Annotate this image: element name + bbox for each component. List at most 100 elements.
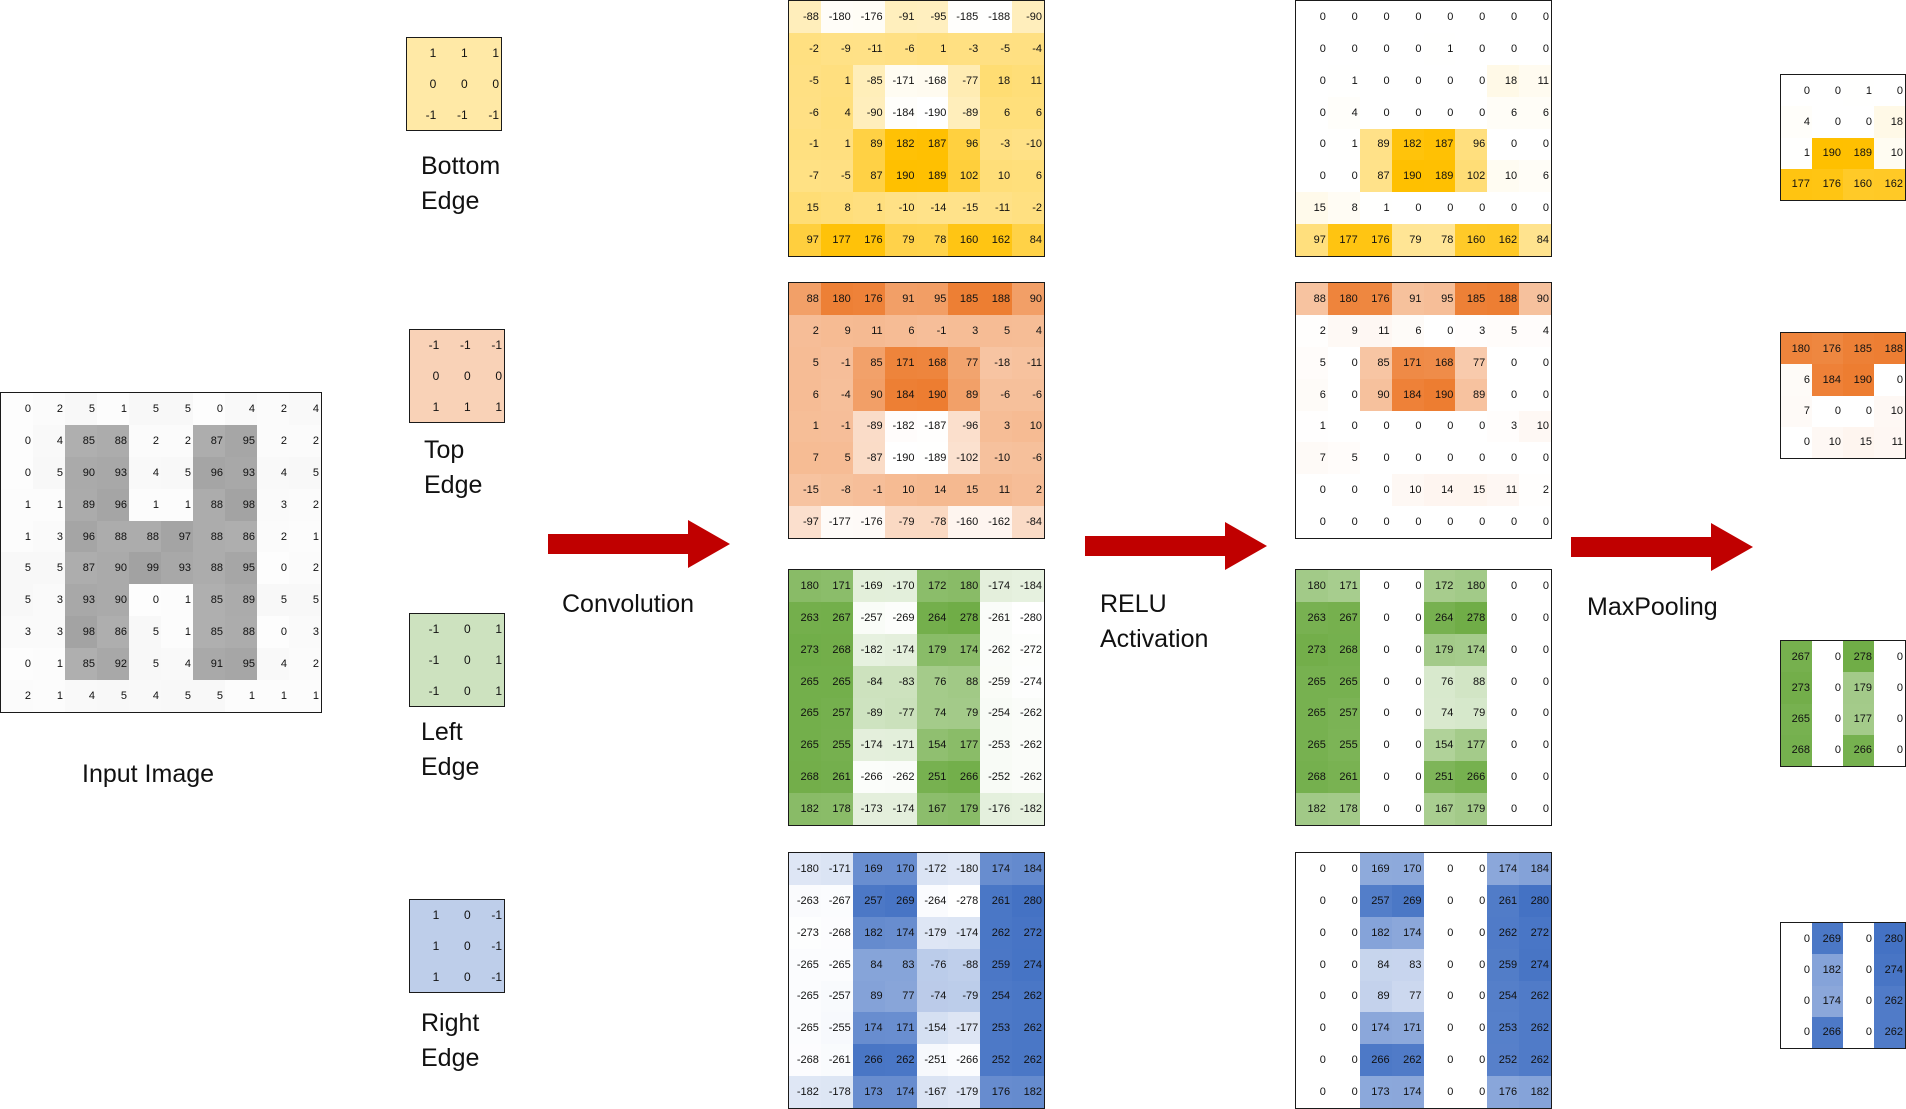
- relu.1-cell-value: 89: [1473, 388, 1486, 401]
- relu.2-cell-value: 268: [1307, 771, 1326, 784]
- relu.3-cell-value: 173: [1371, 1086, 1390, 1099]
- kernels.1.values-cell-value: -1: [459, 338, 471, 353]
- conv.2-cell: 264: [916, 601, 949, 634]
- pool.3-cell-value: 182: [1822, 963, 1841, 976]
- conv.1-cell: 171: [884, 346, 917, 379]
- relu.1-cell-value: 0: [1479, 420, 1486, 433]
- relu.1-cell-value: 0: [1383, 420, 1390, 433]
- input-pixel-cell: 86: [225, 520, 257, 553]
- input-pixel-cell: 5: [193, 680, 225, 712]
- pool.1-cell: 6: [1781, 364, 1812, 396]
- relu.0-cell: 0: [1391, 192, 1424, 225]
- conv.2-cell-value: -182: [1019, 803, 1042, 816]
- kernels.1.values-cell: -1: [410, 330, 442, 361]
- conv.1-cell-value: -6: [1032, 388, 1042, 401]
- relu.2-cell: 0: [1519, 601, 1551, 634]
- conv.1-cell-value: -6: [1000, 388, 1011, 401]
- relu.0-cell: 176: [1359, 224, 1392, 256]
- relu.1-cell-value: 0: [1447, 452, 1454, 465]
- conv.1-cell: -1: [852, 474, 885, 507]
- input-pixel-cell: 90: [65, 456, 97, 489]
- maxpool-arrow-icon: [1571, 523, 1753, 571]
- relu.1-cell-value: 6: [1319, 388, 1326, 401]
- relu.0-cell: 189: [1423, 160, 1456, 193]
- kernels.2.values-cell: 1: [472, 614, 504, 645]
- relu.1-cell: 0: [1487, 378, 1520, 411]
- conv.2-cell: -170: [884, 570, 917, 602]
- relu.0-cell: 89: [1359, 128, 1392, 161]
- relu.0-cell: 0: [1359, 1, 1392, 33]
- pool.1-cell: 0: [1781, 426, 1812, 458]
- conv.3-cell: -171: [820, 853, 853, 885]
- relu.1-cell: 10: [1391, 474, 1424, 507]
- conv.0-cell-value: 190: [896, 170, 915, 183]
- conv.2-cell: 278: [948, 601, 981, 634]
- conv.2-cell-value: 76: [934, 675, 947, 688]
- relu.1-cell: 188: [1487, 283, 1520, 315]
- conv.0-cell-value: 6: [1004, 106, 1011, 119]
- kernels.3.values-cell-value: 1: [432, 908, 440, 923]
- conv.2-cell-value: -274: [1019, 675, 1042, 688]
- relu.0-cell-value: 8: [1351, 202, 1358, 215]
- conv.1-cell: 188: [980, 283, 1013, 315]
- relu.0-cell-value: 189: [1435, 170, 1454, 183]
- pool.0-cell-value: 4: [1803, 115, 1810, 128]
- relu.1-cell: 0: [1455, 506, 1488, 538]
- input-pixel-cell: 86: [97, 616, 129, 649]
- input-pixel-value: 96: [114, 498, 127, 511]
- input-pixel-value: 88: [210, 562, 223, 575]
- pool.1-cell: 7: [1781, 395, 1812, 427]
- conv.0-cell-value: 160: [959, 234, 979, 247]
- conv.3-cell: -268: [789, 1044, 821, 1077]
- conv.0-cell: 160: [948, 224, 981, 256]
- kernels.3.values-cell-value: -1: [491, 969, 502, 984]
- input-pixel-cell: 3: [257, 488, 289, 521]
- conv.1-cell-value: -1: [840, 420, 851, 433]
- relu.1-cell-value: 85: [1377, 356, 1390, 369]
- conv.0-cell-value: -14: [930, 202, 947, 215]
- relu.2-cell: 0: [1391, 729, 1424, 762]
- conv.3-cell: -88: [948, 948, 981, 981]
- conv.1-cell-value: 4: [1035, 324, 1042, 337]
- conv.2-cell-value: 265: [800, 675, 819, 688]
- relu.0-cell-value: 0: [1447, 202, 1454, 215]
- conv.1-cell-value: 6: [908, 324, 915, 337]
- relu.1-cell-value: 9: [1351, 324, 1358, 337]
- relu.2-cell: 0: [1359, 570, 1392, 602]
- input-pixel-cell: 4: [257, 456, 289, 489]
- kernels.3.values-cell: 0: [441, 961, 473, 992]
- relu.1-cell: 0: [1519, 378, 1551, 411]
- input-pixel-value: 88: [146, 530, 159, 543]
- relu.3-cell-value: 0: [1447, 990, 1454, 1003]
- relu.2-cell-value: 0: [1415, 675, 1422, 688]
- relu.3-cell-value: 174: [1498, 862, 1518, 875]
- relu.3-cell-value: 0: [1479, 1022, 1486, 1035]
- pool.1-cell: 0: [1874, 364, 1905, 396]
- relu.2-cell: 0: [1519, 570, 1551, 602]
- relu.1-cell: 7: [1296, 442, 1328, 475]
- pool.2-cell: 0: [1874, 641, 1905, 673]
- conv.0-cell: 102: [948, 160, 981, 193]
- relu.0-cell-value: 84: [1536, 234, 1549, 247]
- pool.0-cell-value: 190: [1822, 147, 1841, 160]
- input-pixel-value: 2: [56, 402, 63, 415]
- kernels.3.values-cell-value: 1: [432, 938, 440, 953]
- relu.3-cell: 0: [1455, 916, 1488, 949]
- relu.3-cell: 174: [1487, 853, 1520, 885]
- conv.3-cell-value: 182: [1023, 1086, 1042, 1099]
- relu.2-cell-value: 0: [1511, 643, 1518, 656]
- conv.1-cell-value: 90: [1029, 292, 1042, 305]
- relu.1-cell: 11: [1487, 474, 1520, 507]
- input-pixel-cell: 2: [1, 680, 33, 712]
- input-pixel-cell: 5: [257, 584, 289, 617]
- input-pixel-cell: 98: [225, 488, 257, 521]
- relu.1-cell: 0: [1296, 474, 1328, 507]
- relu.1-cell: 0: [1327, 474, 1360, 507]
- input-pixel-cell: 85: [65, 648, 97, 681]
- pool.3-cell: 266: [1812, 1016, 1843, 1048]
- relu.2-cell-value: 265: [1339, 675, 1358, 688]
- conv.1-cell-value: 185: [959, 292, 979, 305]
- conv.2-cell-value: 265: [832, 675, 851, 688]
- relu.0-cell: 0: [1391, 1, 1424, 33]
